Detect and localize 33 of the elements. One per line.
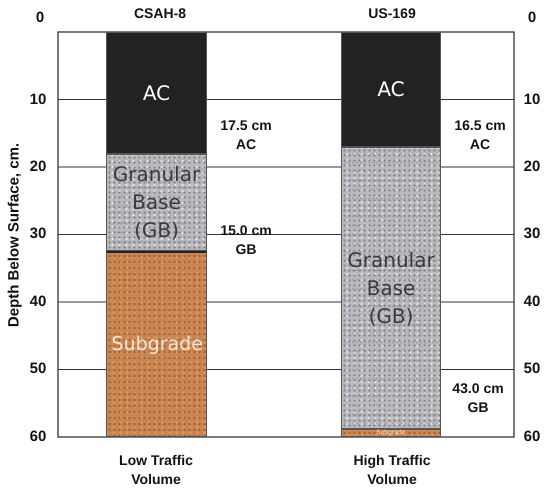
layer-thickness-note: 17.5 cm AC xyxy=(219,116,273,154)
layer-label: Granular Base (GB) xyxy=(346,246,436,330)
layer-label: AC xyxy=(376,79,406,100)
tick-label: 30 xyxy=(28,224,48,243)
layer-thickness-note: 16.5 cm AC xyxy=(453,116,507,154)
layer-thickness-note: 15.0 cm GB xyxy=(219,221,273,259)
column-caption: High Traffic Volume xyxy=(352,451,432,489)
tick-label: 0 xyxy=(526,8,538,27)
column-caption: Low Traffic Volume xyxy=(118,451,194,489)
tick-label: 20 xyxy=(522,157,542,176)
tick-label: 0 xyxy=(34,8,46,27)
column-title: US-169 xyxy=(367,4,417,23)
column-title: CSAH-8 xyxy=(132,4,188,23)
soil-layer-block xyxy=(106,251,207,437)
tick-label: 20 xyxy=(28,157,48,176)
soil-layer-block xyxy=(341,146,441,429)
tick-label: 10 xyxy=(28,90,48,109)
tick-label: 60 xyxy=(522,427,542,446)
layer-label: AC xyxy=(142,82,172,103)
soil-layer-block xyxy=(341,32,441,147)
tick-label: 40 xyxy=(522,292,542,311)
soil-layer-block xyxy=(106,154,207,252)
tick-label: 30 xyxy=(522,224,542,243)
layer-label: Granular Base (GB) xyxy=(112,161,202,244)
layer-label: Subgrade xyxy=(112,335,202,354)
layer-thickness-note: 43.0 cm GB xyxy=(451,379,505,417)
tick-label: 50 xyxy=(28,359,48,378)
tick-label: 50 xyxy=(522,359,542,378)
soil-layer-block xyxy=(106,32,207,154)
tick-label: 40 xyxy=(28,292,48,311)
tick-label: 60 xyxy=(28,427,48,446)
axis-title: Depth Below Surface, cm. xyxy=(4,142,24,328)
tick-label: 10 xyxy=(522,90,542,109)
